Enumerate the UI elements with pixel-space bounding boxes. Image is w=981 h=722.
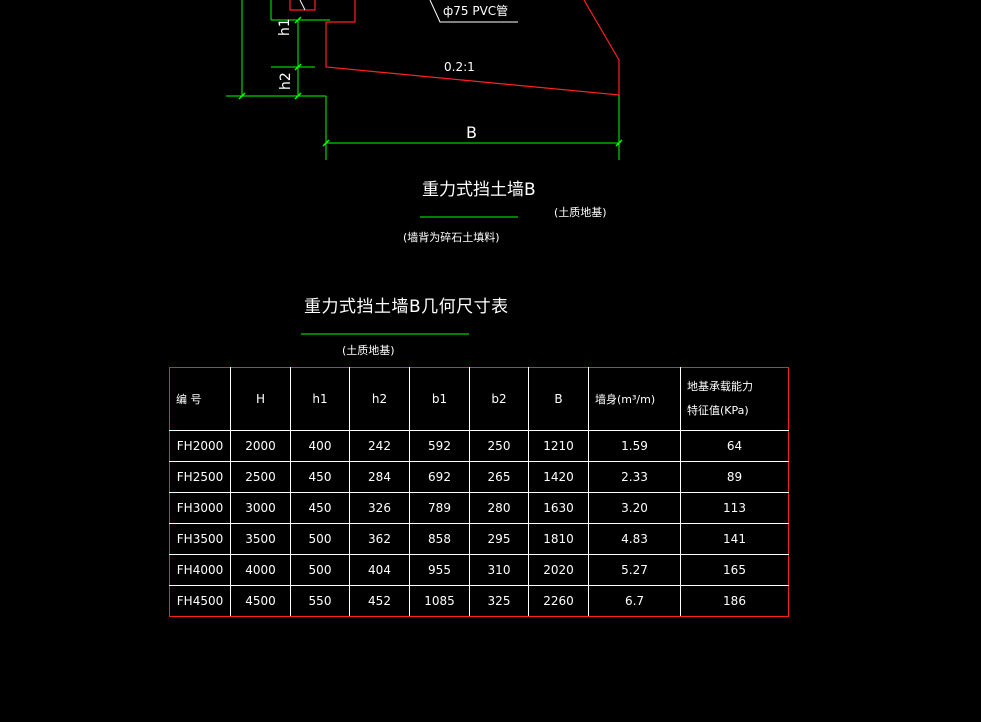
table-cell: 4.83 — [588, 523, 681, 555]
table-cell: 242 — [349, 430, 410, 462]
table-cell: 1420 — [528, 461, 589, 493]
wall-subtitle-foundation: (土质地基) — [554, 206, 607, 219]
table-cell: 5.27 — [588, 554, 681, 586]
table-cell: 89 — [680, 461, 789, 493]
table-cell: 362 — [349, 523, 410, 555]
header-bearing-line2: 特征值(KPa) — [687, 404, 749, 417]
table-cell: 500 — [290, 523, 350, 555]
table-cell: 326 — [349, 492, 410, 524]
table-cell: 2020 — [528, 554, 589, 586]
table-cell: 1085 — [409, 585, 470, 617]
table-subtitle: (土质地基) — [342, 344, 395, 357]
table-cell: 550 — [290, 585, 350, 617]
table-cell: 955 — [409, 554, 470, 586]
table-cell: 692 — [409, 461, 470, 493]
table-cell: 1810 — [528, 523, 589, 555]
table-cell: 450 — [290, 461, 350, 493]
header-H: H — [230, 367, 291, 431]
table-cell: 3500 — [230, 523, 291, 555]
table-cell: 4500 — [230, 585, 291, 617]
table-cell: 2000 — [230, 430, 291, 462]
dim-h2-label: h2 — [278, 72, 294, 90]
table-cell: 1.59 — [588, 430, 681, 462]
table-cell: 141 — [680, 523, 789, 555]
table-cell: 4000 — [230, 554, 291, 586]
table-cell: 6.7 — [588, 585, 681, 617]
header-id: 编 号 — [169, 367, 231, 431]
table-cell: 592 — [409, 430, 470, 462]
table-cell: 400 — [290, 430, 350, 462]
dim-h1-label: h1 — [277, 18, 293, 36]
table-cell: FH4000 — [169, 554, 231, 586]
drain-pipe-stroke — [299, 0, 306, 11]
table-cell: 113 — [680, 492, 789, 524]
header-h1: h1 — [290, 367, 350, 431]
header-bearing-capacity: 地基承载能力特征值(KPa) — [680, 367, 789, 431]
table-cell: 265 — [469, 461, 529, 493]
dimension-lines — [226, 0, 620, 335]
table-cell: 3000 — [230, 492, 291, 524]
header-b1: b1 — [409, 367, 470, 431]
table-cell: FH2000 — [169, 430, 231, 462]
header-B: B — [528, 367, 589, 431]
wall-subtitle-backfill: (墙背为碎石土填料) — [403, 231, 500, 244]
wall-top-step — [326, 0, 356, 23]
wall-title: 重力式挡土墙B — [422, 180, 536, 200]
pvc-leader — [429, 0, 518, 23]
table-cell: 280 — [469, 492, 529, 524]
table-cell: 2.33 — [588, 461, 681, 493]
table-cell: 310 — [469, 554, 529, 586]
table-title: 重力式挡土墙B几何尺寸表 — [304, 297, 509, 317]
table-cell: 295 — [469, 523, 529, 555]
table-cell: 450 — [290, 492, 350, 524]
header-wall-volume: 墙身(m³/m) — [588, 367, 681, 431]
table-cell: 325 — [469, 585, 529, 617]
slope-ratio-label: 0.2:1 — [444, 60, 475, 74]
table-cell: 284 — [349, 461, 410, 493]
table-cell: 64 — [680, 430, 789, 462]
table-cell: 858 — [409, 523, 470, 555]
table-cell: FH4500 — [169, 585, 231, 617]
header-b2: b2 — [469, 367, 529, 431]
table-cell: 250 — [469, 430, 529, 462]
table-cell: FH2500 — [169, 461, 231, 493]
table-cell: 3.20 — [588, 492, 681, 524]
table-cell: 452 — [349, 585, 410, 617]
table-cell: 500 — [290, 554, 350, 586]
table-cell: 789 — [409, 492, 470, 524]
header-h2: h2 — [349, 367, 410, 431]
table-cell: 165 — [680, 554, 789, 586]
table-cell: 1210 — [528, 430, 589, 462]
wall-top-notch — [289, 0, 316, 11]
dimension-table: 编 号 H h1 h2 b1 b2 B 墙身(m³/m) 地基承载能力特征值(K… — [169, 367, 789, 617]
table-cell: FH3000 — [169, 492, 231, 524]
dimension-ticks — [238, 16, 623, 147]
header-bearing-line1: 地基承载能力 — [687, 380, 753, 393]
table-header-row: 编 号 H h1 h2 b1 b2 B 墙身(m³/m) 地基承载能力特征值(K… — [169, 367, 789, 431]
table-cell: 2260 — [528, 585, 589, 617]
table-cell: 2500 — [230, 461, 291, 493]
pvc-pipe-label: ф75 PVC管 — [443, 4, 509, 18]
table-cell: FH3500 — [169, 523, 231, 555]
table-cell: 186 — [680, 585, 789, 617]
table-cell: 1630 — [528, 492, 589, 524]
table-cell: 404 — [349, 554, 410, 586]
dim-B-label: B — [466, 123, 477, 142]
